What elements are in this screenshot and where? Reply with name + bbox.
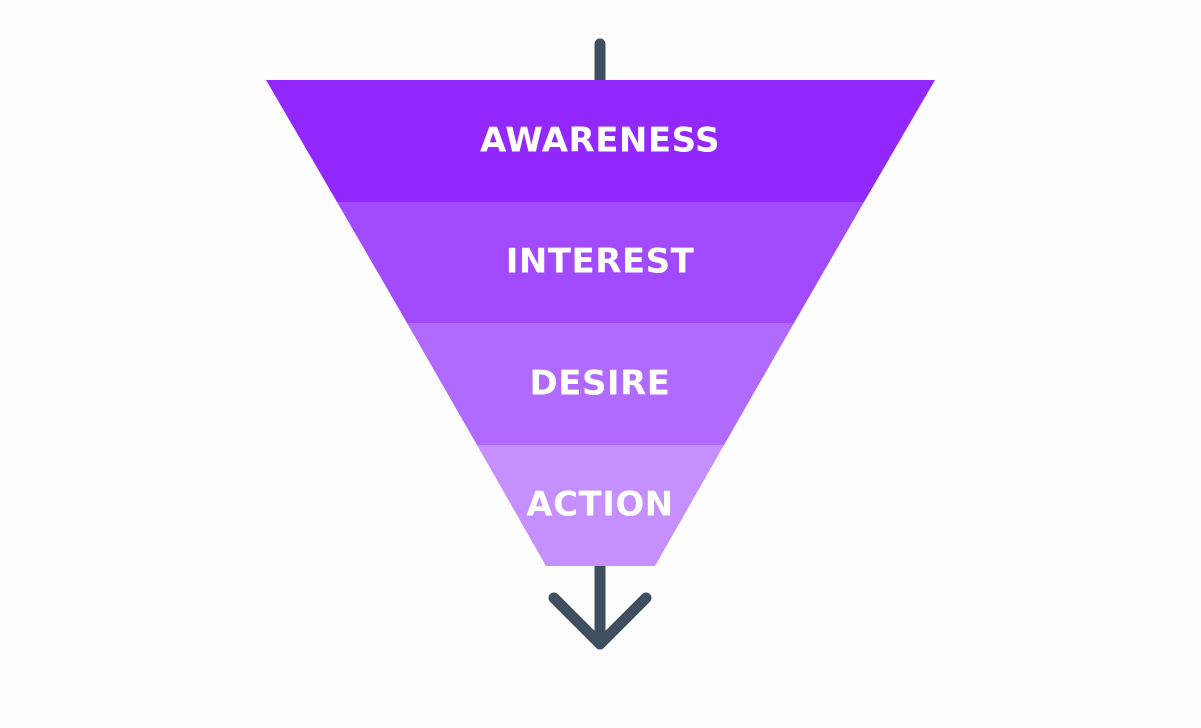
funnel-stage-action: ACTION xyxy=(477,445,724,566)
funnel-band-desire xyxy=(407,323,794,445)
funnel-stage-awareness: AWARENESS xyxy=(266,80,935,202)
funnel-band-awareness xyxy=(266,80,935,202)
stage-label-interest: INTEREST xyxy=(506,242,695,282)
arrow-head-icon xyxy=(548,592,652,650)
funnel-band-action xyxy=(477,445,724,566)
funnel-band-interest xyxy=(337,202,864,323)
stage-label-awareness: AWARENESS xyxy=(480,121,720,161)
stage-label-desire: DESIRE xyxy=(530,364,671,404)
funnel-stage-desire: DESIRE xyxy=(407,323,794,445)
funnel-stage-interest: INTEREST xyxy=(337,202,864,323)
stage-label-action: ACTION xyxy=(526,485,673,525)
